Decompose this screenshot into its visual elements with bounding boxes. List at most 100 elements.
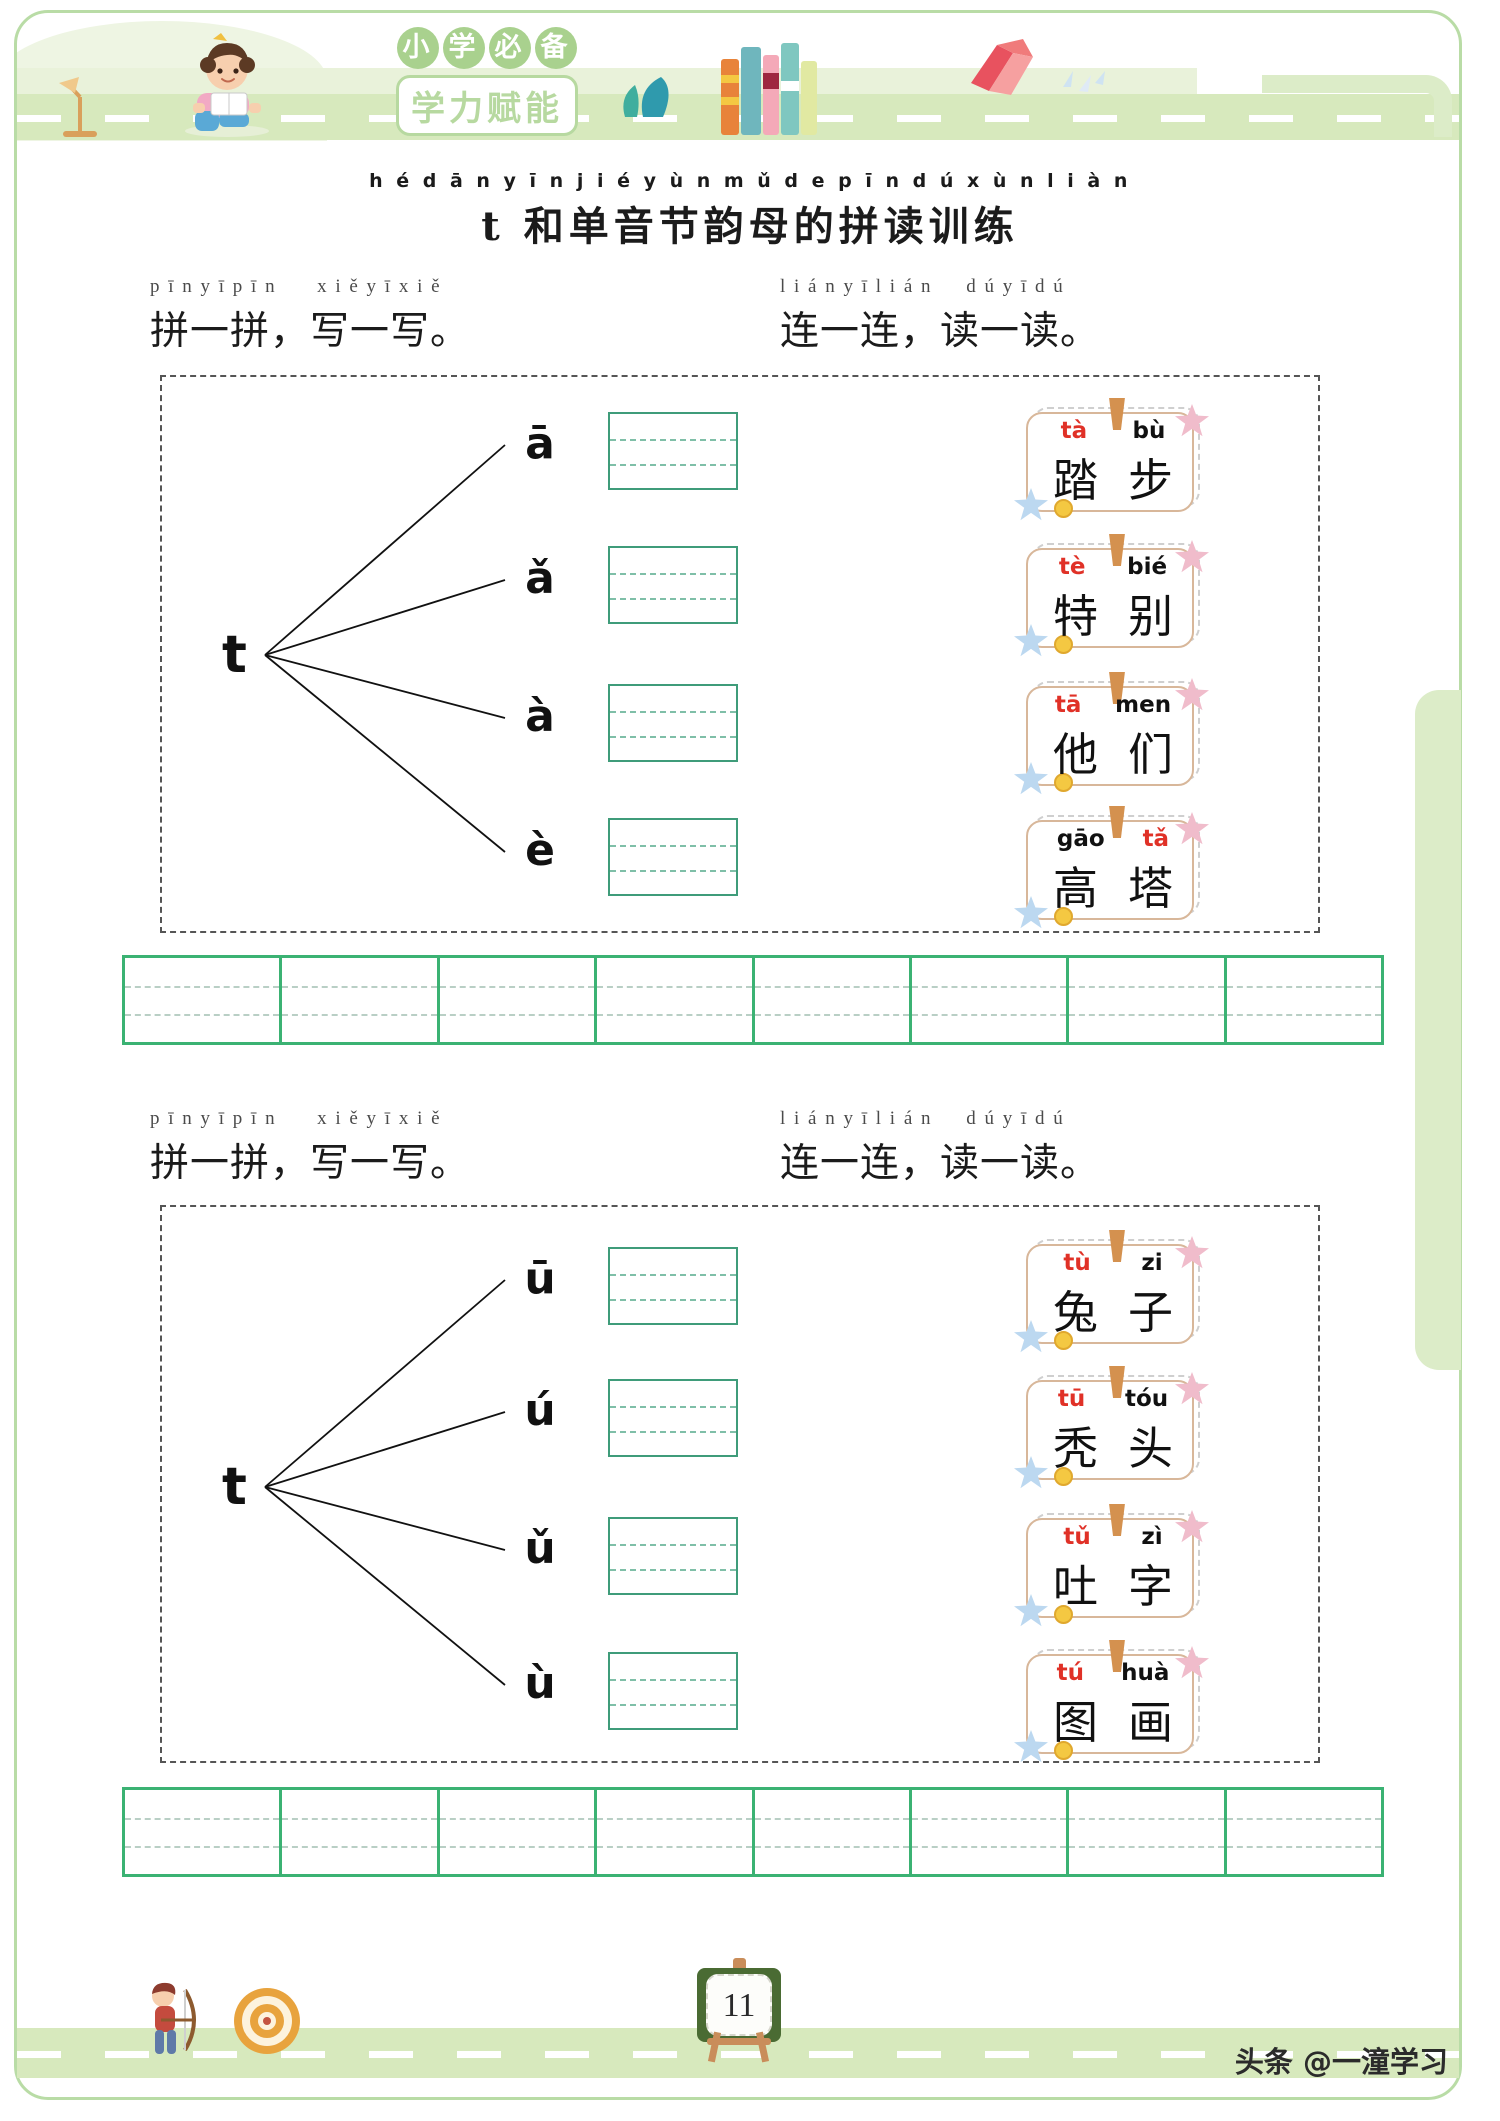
card-hanzi-row: 秃 头 (1038, 1412, 1188, 1477)
card-hanzi-row: 高 塔 (1038, 852, 1188, 917)
word-card-1-1[interactable]: tà bù 踏 步 (1014, 398, 1209, 521)
card-hanzi-2: 画 (1127, 1696, 1173, 1749)
write-box-1-2[interactable] (608, 546, 738, 624)
title-main: t 和单音节韵母的拼读训练 (481, 203, 1019, 250)
word-card-1-4[interactable]: gāo tǎ 高 塔 (1014, 806, 1209, 929)
easel-tray (707, 2038, 771, 2045)
write-box-2-3[interactable] (608, 1517, 738, 1595)
word-card-2-2[interactable]: tū tóu 秃 头 (1014, 1366, 1209, 1489)
practice-cell[interactable] (597, 958, 755, 1042)
practice-cell[interactable] (125, 958, 283, 1042)
page-title: h é d ā n y ī n j i é y ù n m ǔ d e p ī … (0, 170, 1500, 252)
practice-cell[interactable] (911, 1790, 1070, 1874)
card-hanzi-2: 子 (1127, 1286, 1173, 1339)
practice-cell[interactable] (911, 958, 1070, 1042)
clip-icon (1109, 806, 1125, 838)
word-card-1-3[interactable]: tā men 他 们 (1014, 672, 1209, 795)
word-card-2-3[interactable]: tǔ zì 吐 字 (1014, 1504, 1209, 1627)
books-icon (721, 43, 817, 135)
card-pinyin-2: tóu (1124, 1386, 1169, 1412)
sparkle-icon (1063, 71, 1105, 92)
vowel-2-2: ú (524, 1385, 556, 1436)
card-hanzi-1: 踏 (1052, 454, 1098, 507)
exercise-box-1 (160, 375, 1320, 933)
desk-lamp-icon (59, 77, 97, 137)
section-1-instructions: p ī n y ī p ī n x i ě y ī x i ě 拼一拼，写一写。… (0, 276, 1500, 354)
practice-cell[interactable] (439, 958, 598, 1042)
card-pinyin-2: men (1115, 692, 1172, 718)
practice-strip-2[interactable] (122, 1787, 1384, 1877)
instruction-connect-cn: 连一连，读一读。 (780, 309, 1101, 354)
instruction-write: p ī n y ī p ī n x i ě y ī x i ě 拼一拼，写一写。 (150, 1108, 470, 1188)
practice-strip-1[interactable] (122, 955, 1384, 1045)
section-2: p ī n y ī p ī n x i ě y ī x i ě 拼一拼，写一写。… (0, 1108, 1500, 1186)
practice-cell[interactable] (1226, 958, 1381, 1042)
page-number: 11 (706, 1974, 772, 2036)
card-hanzi-2: 头 (1127, 1422, 1173, 1475)
card-hanzi-1: 特 (1052, 590, 1098, 643)
write-box-1-1[interactable] (608, 412, 738, 490)
practice-cell[interactable] (1069, 1790, 1227, 1874)
practice-cell[interactable] (597, 1790, 755, 1874)
card-hanzi-row: 吐 字 (1038, 1550, 1188, 1615)
card-pinyin-2: bié (1127, 554, 1168, 580)
card-frame (1026, 686, 1194, 786)
vowel-2-1: ū (524, 1253, 556, 1304)
footer-road-dashes (17, 2051, 1459, 2058)
instruction-write-cn: 拼一拼，写一写。 (150, 1141, 471, 1186)
clip-icon (1109, 1640, 1125, 1672)
write-box-2-2[interactable] (608, 1379, 738, 1457)
practice-cell[interactable] (1069, 958, 1227, 1042)
vowel-1-4: è (525, 825, 555, 876)
practice-cell[interactable] (282, 1790, 440, 1874)
instruction-connect-cn: 连一连，读一读。 (780, 1141, 1101, 1186)
practice-cell[interactable] (754, 1790, 912, 1874)
write-box-1-4[interactable] (608, 818, 738, 896)
practice-cell[interactable] (439, 1790, 598, 1874)
dot-icon (1054, 773, 1073, 792)
card-hanzi-2: 步 (1127, 454, 1173, 507)
word-card-1-2[interactable]: tè bié 特 别 (1014, 534, 1209, 657)
page-number-easel: 11 (689, 1958, 789, 2063)
section-2-instructions: p ī n y ī p ī n x i ě y ī x i ě 拼一拼，写一写。… (0, 1108, 1500, 1186)
card-pinyin-row: tè bié (1038, 554, 1188, 580)
write-box-2-1[interactable] (608, 1247, 738, 1325)
clip-icon (1109, 672, 1125, 704)
card-hanzi-row: 图 画 (1038, 1686, 1188, 1751)
card-pinyin-2: bù (1132, 418, 1166, 444)
badge-top-text: 小学必备 (395, 25, 579, 69)
instruction-write-cn: 拼一拼，写一写。 (150, 309, 471, 354)
card-pinyin-1: tù (1063, 1250, 1091, 1276)
write-box-2-4[interactable] (608, 1652, 738, 1730)
vowel-1-2: ǎ (525, 553, 555, 604)
card-pinyin-1: tū (1057, 1386, 1086, 1412)
instruction-connect: l i á n y ī l i á n d ú y ī d ú 连一连，读一读。 (780, 276, 1100, 356)
write-box-1-3[interactable] (608, 684, 738, 762)
instruction-connect-pinyin: l i á n y ī l i á n d ú y ī d ú (780, 1108, 1065, 1129)
exercise-box-2 (160, 1205, 1320, 1763)
card-pinyin-row: tú huà (1038, 1660, 1188, 1686)
card-pinyin-1: tè (1058, 554, 1086, 580)
vowel-1-1: ā (525, 418, 555, 469)
instruction-write-pinyin: p ī n y ī p ī n x i ě y ī x i ě (150, 1108, 442, 1129)
card-pinyin-row: gāo tǎ (1038, 826, 1188, 852)
card-hanzi-1: 图 (1052, 1696, 1098, 1749)
card-hanzi-1: 高 (1052, 862, 1098, 915)
card-frame (1026, 1518, 1194, 1618)
practice-cell[interactable] (754, 958, 912, 1042)
archer-illustration (152, 1982, 196, 2054)
practice-cell[interactable] (125, 1790, 283, 1874)
card-frame (1026, 548, 1194, 648)
card-pinyin-row: tù zi (1038, 1250, 1188, 1276)
word-card-2-4[interactable]: tú huà 图 画 (1014, 1640, 1209, 1763)
clip-icon (1109, 1504, 1125, 1536)
card-frame (1026, 412, 1194, 512)
practice-cell[interactable] (282, 958, 440, 1042)
practice-cell[interactable] (1226, 1790, 1381, 1874)
card-hanzi-2: 塔 (1127, 862, 1173, 915)
dot-icon (1054, 1467, 1073, 1486)
clip-icon (1109, 1366, 1125, 1398)
word-card-2-1[interactable]: tù zi 兔 子 (1014, 1230, 1209, 1353)
card-pinyin-row: tǔ zì (1038, 1524, 1188, 1550)
